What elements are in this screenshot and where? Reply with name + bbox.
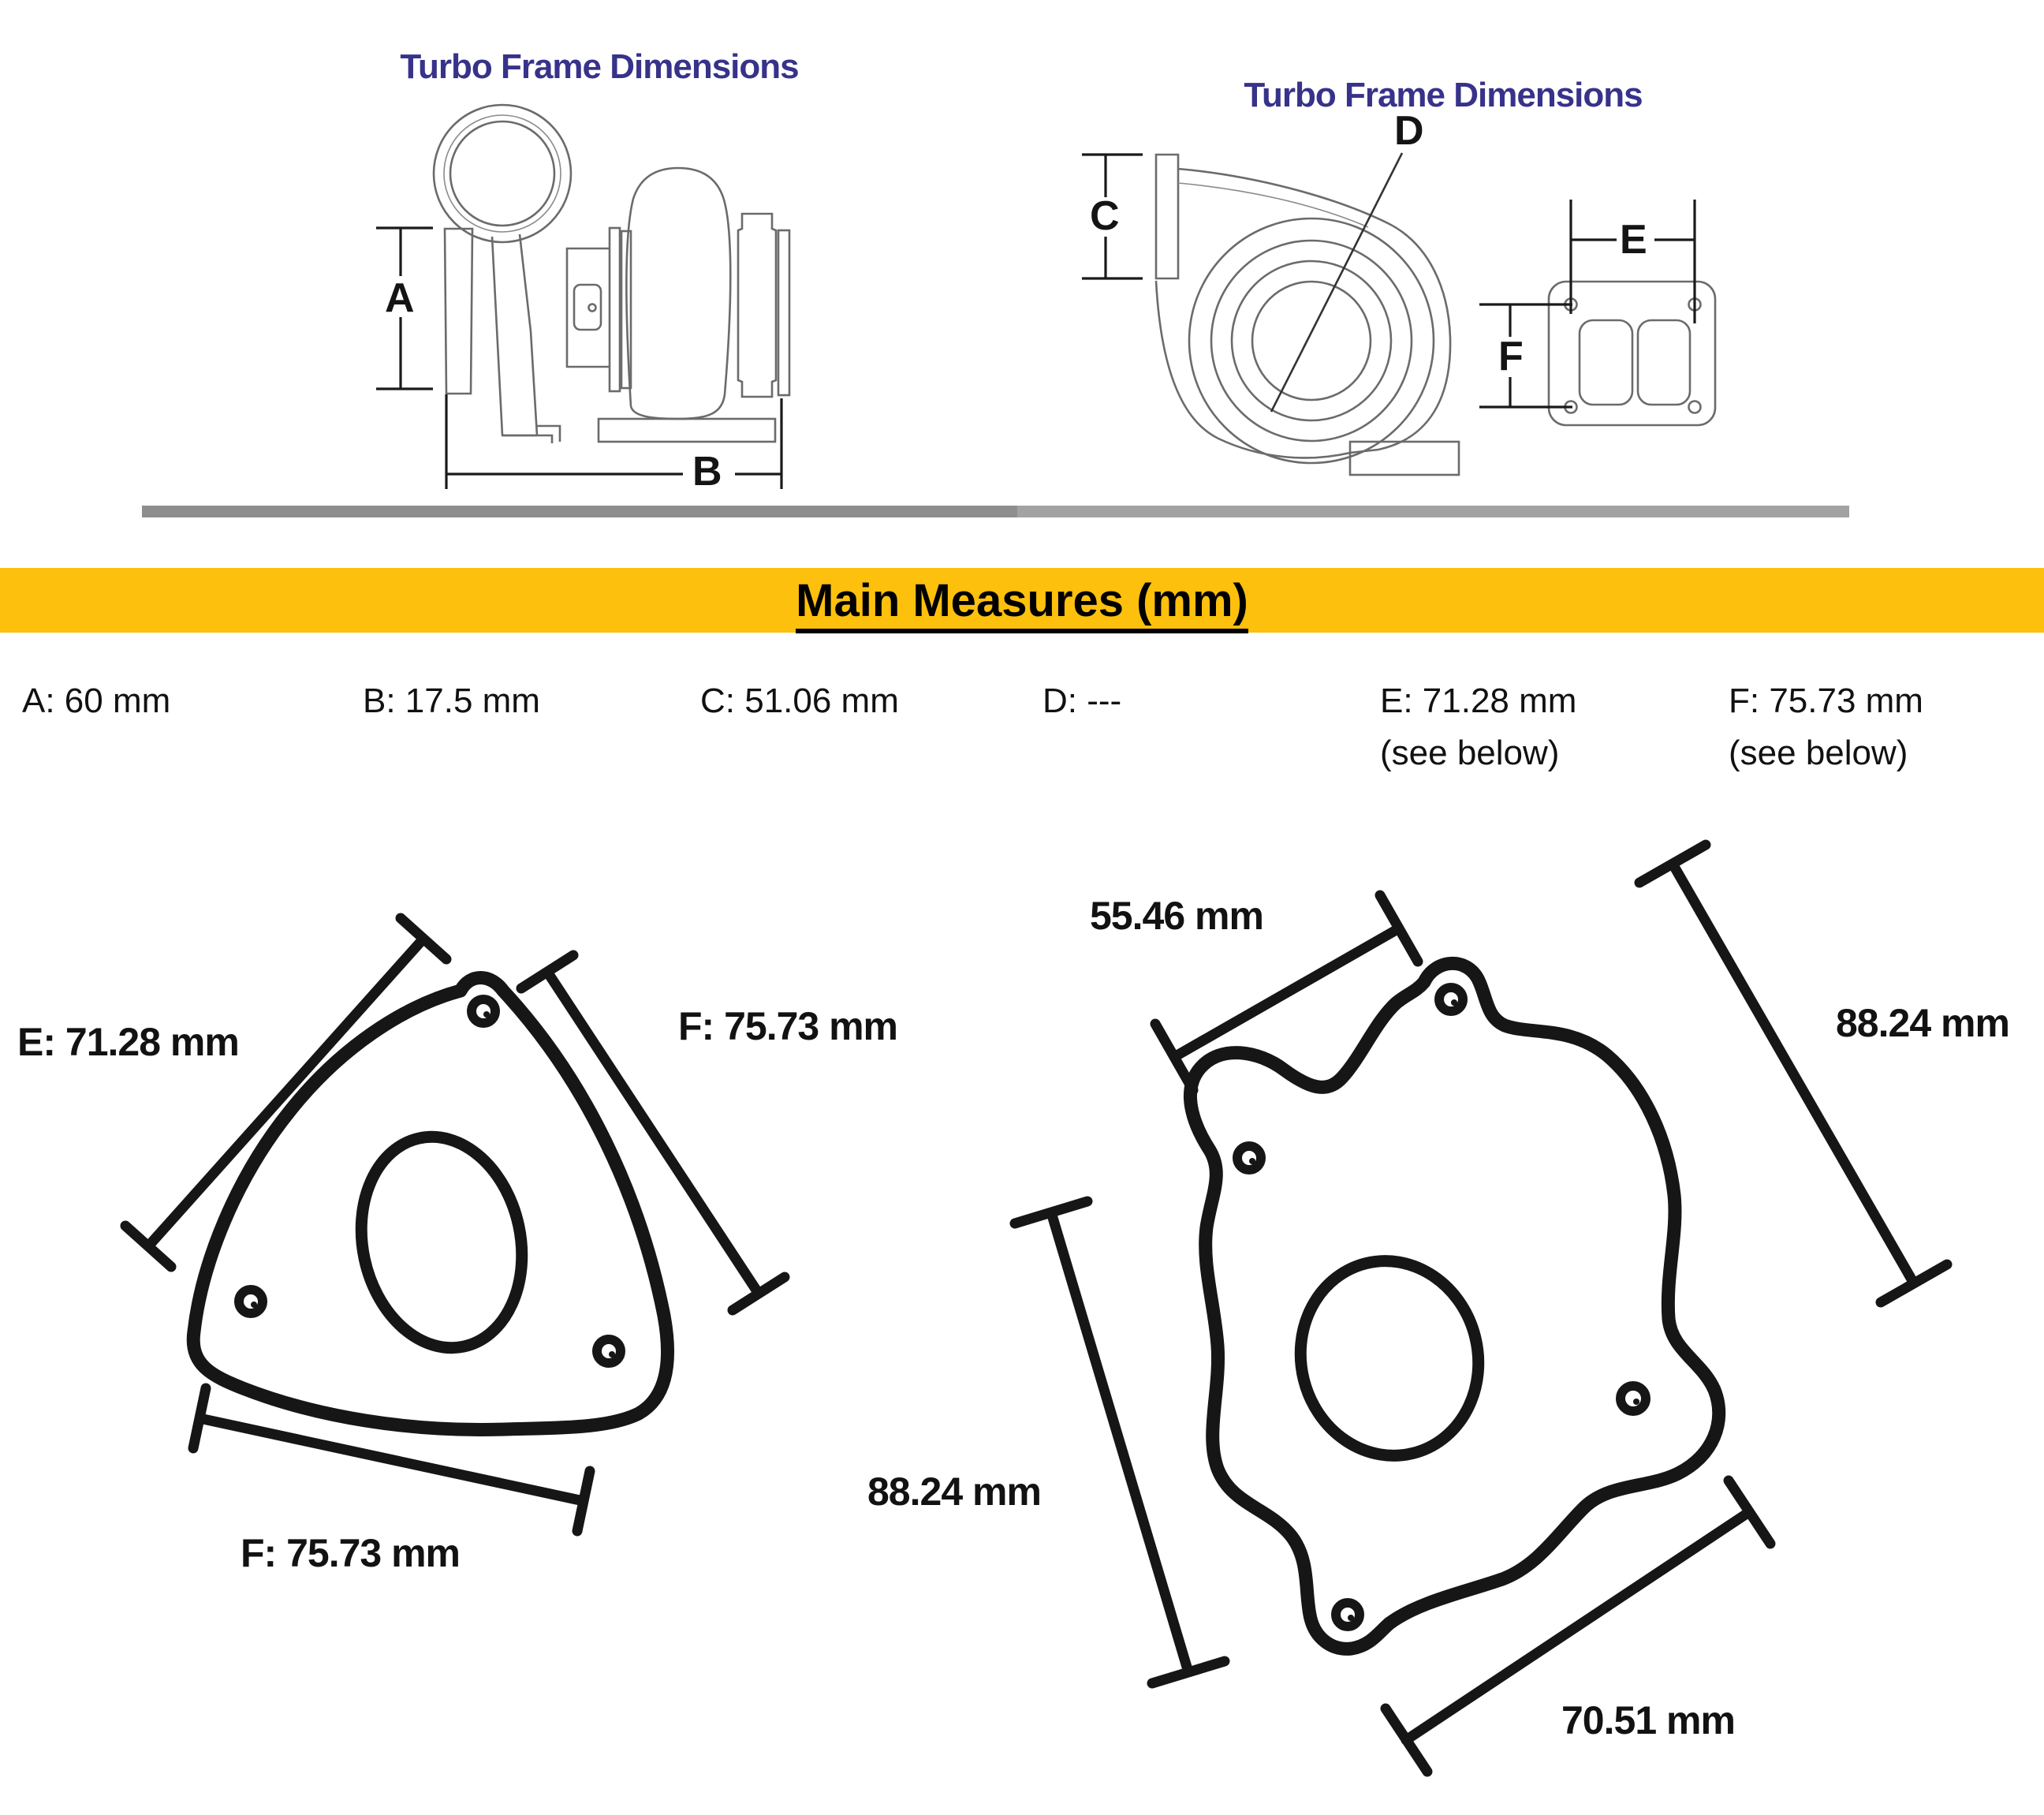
divider-bar — [142, 506, 1849, 517]
flange-left-dim-f-bottom: F: 75.73 mm — [241, 1531, 461, 1575]
turbo-front-drawing — [1082, 152, 1717, 476]
banner-title: Main Measures (mm) — [796, 574, 1248, 633]
dim-letter-d: D — [1394, 108, 1424, 154]
dim-letter-e: E — [1620, 217, 1647, 263]
measure-e: E: 71.28 mm(see below) — [1380, 682, 1577, 772]
flange-right-dim-top: 55.46 mm — [1090, 894, 1264, 938]
measure-c: C: 51.06 mm — [700, 682, 899, 720]
measure-b: B: 17.5 mm — [363, 682, 540, 720]
turbo-front-title: Turbo Frame Dimensions — [1244, 76, 1643, 114]
flange-right-dim-left: 88.24 mm — [867, 1470, 1042, 1514]
flange-right-dim-bottom: 70.51 mm — [1561, 1698, 1736, 1742]
flange-left-dim-f-right: F: 75.73 mm — [678, 1004, 898, 1048]
flange-left-dim-e: E: 71.28 mm — [17, 1020, 240, 1064]
dim-letter-f: F — [1498, 334, 1524, 379]
flange-right-drawing — [1009, 839, 1953, 1777]
measure-f: F: 75.73 mm(see below) — [1729, 682, 1923, 772]
banner: Main Measures (mm) — [0, 568, 2044, 633]
flange-left-drawing — [120, 913, 790, 1537]
flange-right-dim-right: 88.24 mm — [1836, 1001, 2010, 1045]
dim-letter-b: B — [692, 449, 722, 495]
dim-letter-a: A — [385, 275, 415, 321]
dim-letter-c: C — [1090, 193, 1120, 239]
measure-d: D: --- — [1043, 682, 1122, 720]
turbo-side-title: Turbo Frame Dimensions — [400, 47, 799, 86]
measure-a: A: 60 mm — [22, 682, 171, 720]
turbo-side-drawing — [376, 103, 791, 489]
